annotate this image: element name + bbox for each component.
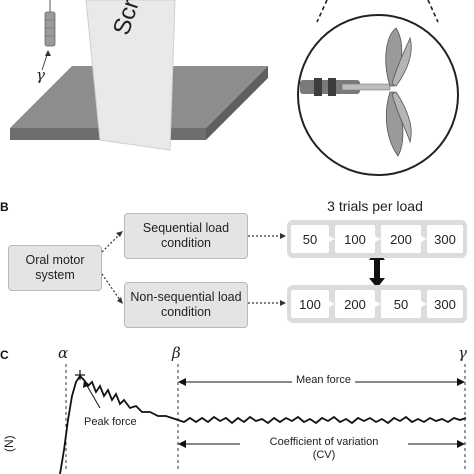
nonsequential-load-1: 100 xyxy=(291,290,329,318)
nonsequential-load-2: 200 xyxy=(335,290,375,318)
sequential-load-3: 200 xyxy=(381,225,421,253)
alpha-marker-label: α xyxy=(58,344,69,362)
screen-panel xyxy=(85,0,176,151)
sequential-condition-box: Sequential load condition xyxy=(124,213,248,259)
peak-force-label: Peak force xyxy=(84,416,137,428)
panel-c-letter: C xyxy=(0,348,9,362)
mean-force-label: Mean force xyxy=(292,374,356,386)
force-trace xyxy=(59,374,467,474)
sequential-load-2: 100 xyxy=(335,225,375,253)
oral-motor-system-box: Oral motor system xyxy=(8,245,102,291)
base-slab-side xyxy=(206,66,268,140)
nonsequential-load-3: 50 xyxy=(381,290,421,318)
trials-title: 3 trials per load xyxy=(327,198,423,214)
magnified-view-circle xyxy=(297,14,459,176)
sequential-load-4: 300 xyxy=(427,225,463,253)
beta-marker-label: β xyxy=(172,344,181,362)
cv-label-line1: Coefficient of variation xyxy=(269,436,379,448)
gamma-marker-label: γ xyxy=(458,344,467,362)
panel-b-letter: B xyxy=(0,200,9,214)
hanging-weight xyxy=(44,11,56,47)
gamma-weight-label: γ xyxy=(36,66,45,84)
sequential-load-1: 50 xyxy=(291,225,329,253)
cv-label: Coefficient of variation (CV) xyxy=(240,436,408,462)
cv-label-line2: (CV) xyxy=(312,449,336,461)
nonsequential-condition-box: Non-sequential load condition xyxy=(124,282,248,328)
y-axis-unit-label: (N) xyxy=(2,435,16,452)
nonsequential-load-4: 300 xyxy=(427,290,463,318)
panel-a-illustration xyxy=(10,0,459,176)
peak-force-pointer xyxy=(85,383,101,409)
